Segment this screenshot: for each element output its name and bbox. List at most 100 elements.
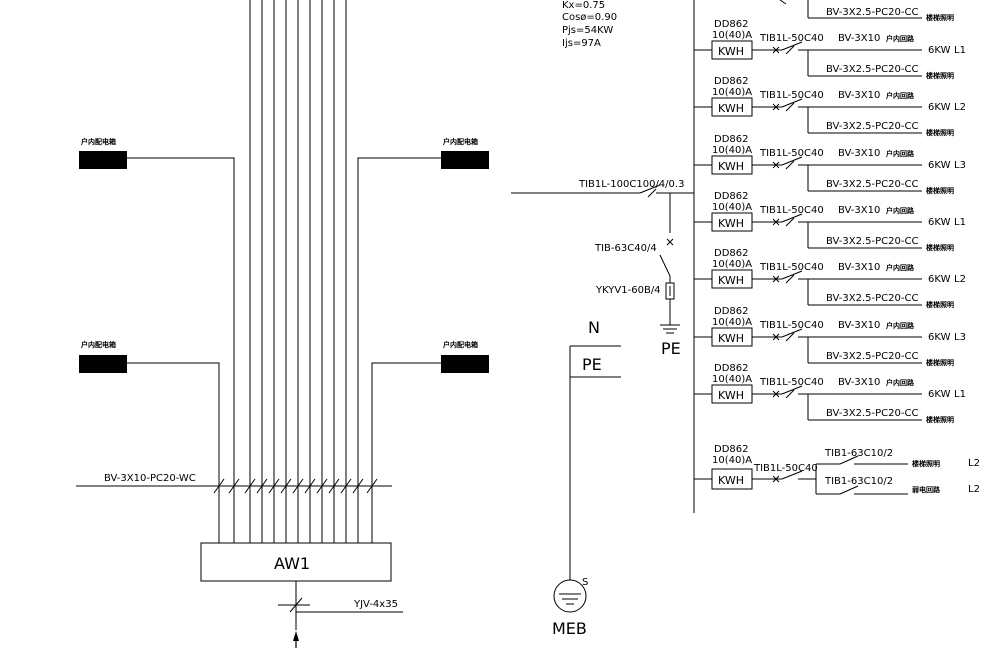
kwh-label: KWH	[718, 332, 744, 345]
branch-dest-label: 楼梯照明	[926, 300, 954, 309]
breaker-label: TIB1L-50C40	[759, 90, 824, 101]
feeder-cable-label: YJV-4x35	[353, 599, 398, 610]
feed-line	[357, 157, 441, 543]
isolator-blade	[659, 254, 671, 277]
branch-dest-label: 楼梯照明	[926, 358, 954, 367]
breaker-arc	[785, 45, 795, 55]
dest-label: 户内回路	[886, 321, 915, 330]
branch-cable-label: BV-3X2.5-PC20-CC	[826, 351, 918, 362]
cable-label: BV-3X10	[838, 205, 880, 216]
breaker-label: TIB1L-50C40	[759, 320, 824, 331]
incoming-section: TIB1L-100C100/4/0.3 TIB-63C40/4 YKYV1-60…	[511, 0, 695, 638]
distribution-box-bottom-right	[441, 355, 489, 373]
breaker-cross	[772, 46, 780, 54]
breaker-arc	[785, 217, 795, 227]
phase-label: L2	[954, 274, 966, 285]
load-label: 6KW	[928, 389, 951, 400]
kwh-label: KWH	[718, 217, 744, 230]
riser-conductors	[249, 0, 347, 543]
breaker-blade	[781, 41, 803, 51]
breaker-blade	[781, 156, 803, 166]
distribution-box-bottom-left	[79, 355, 127, 373]
load-label: 6KW	[928, 274, 951, 285]
isolator-label: TIB-63C40/4	[594, 243, 657, 254]
sub-1-phase: L2	[968, 458, 980, 469]
sub-breaker-2-label: TIB1-63C10/2	[824, 476, 893, 487]
kwh-label: KWH	[718, 274, 744, 287]
sub-breaker-1-label: TIB1-63C10/2	[824, 448, 893, 459]
load-label: 6KW	[928, 217, 951, 228]
phase-label: L3	[954, 160, 966, 171]
ground-icon	[660, 324, 680, 334]
neutral-label: N	[588, 318, 600, 337]
dest-label: 户内回路	[886, 91, 915, 100]
cable-label: BV-3X10	[838, 320, 880, 331]
breaker-arc	[785, 160, 795, 170]
branch-cable-label: BV-3X2.5-PC20-CC	[826, 293, 918, 304]
breaker-label: TIB1L-50C40	[759, 33, 824, 44]
meter-model-label: DD862	[714, 134, 749, 145]
sub-1-dest: 楼梯照明	[912, 459, 940, 468]
branch-dest-label: 楼梯照明	[926, 71, 954, 80]
breaker-arc	[785, 274, 795, 284]
meb-label: MEB	[552, 619, 587, 638]
cable-label: BV-3X10	[838, 377, 880, 388]
kwh-label: KWH	[718, 102, 744, 115]
dest-label: 户内回路	[886, 206, 915, 215]
branch-cable-label: BV-3X2.5-PC20-CC	[826, 236, 918, 247]
breaker-blade	[781, 470, 803, 480]
arrow-up-icon	[293, 631, 299, 641]
spd-label: YKYV1-60B/4	[595, 285, 661, 296]
meter-rating-label: 10(40)A	[712, 30, 752, 41]
branch-cable-label: BV-3X2.5-PC20-CC	[826, 64, 918, 75]
calc-current-value: Ijs=97A	[562, 38, 601, 49]
branch-cable-label: BV-3X2.5-PC20-CC	[826, 179, 918, 190]
panel-label: AW1	[274, 554, 310, 573]
meb-s-label: S	[582, 577, 588, 588]
breaker-arc	[785, 389, 795, 399]
common-circuit: DD862 10(40)A KWH TIB1L-50C40 TIB1-63C10…	[694, 444, 980, 495]
kwh-label: KWH	[718, 160, 744, 173]
breaker-cross	[772, 333, 780, 341]
meter-rating-label: 10(40)A	[712, 87, 752, 98]
kwh-label: KWH	[718, 45, 744, 58]
branch-dest-label: 楼梯照明	[926, 13, 954, 22]
breaker-blade	[781, 98, 803, 108]
branch-cable-label: BV-3X2.5-PC20-CC	[826, 7, 918, 18]
meter-rating-label: 10(40)A	[712, 202, 752, 213]
breaker-label: TIB1L-50C40	[759, 262, 824, 273]
breaker-symbol	[647, 188, 657, 198]
pe-ground-label: PE	[661, 339, 681, 358]
meter-rating-label: 10(40)A	[712, 259, 752, 270]
breaker-blade	[781, 270, 803, 280]
phase-label: L3	[954, 332, 966, 343]
breaker-label: TIB1L-50C40	[753, 463, 818, 474]
meter-rating-label: 10(40)A	[712, 455, 752, 466]
cable-label: BV-3X10	[838, 33, 880, 44]
breaker-blade	[781, 328, 803, 338]
meter-model-label: DD862	[714, 248, 749, 259]
riser-diagram: 户内配电箱 户内配电箱 户内配电箱 户内配电箱 BV-3X10-PC20-WC	[76, 0, 489, 648]
breaker-label: TIB1L-50C40	[759, 148, 824, 159]
phase-label: L1	[954, 389, 966, 400]
breaker-blade	[781, 213, 803, 223]
meter-rating-label: 10(40)A	[712, 317, 752, 328]
meter-model-label: DD862	[714, 19, 749, 30]
branch-dest-label: 楼梯照明	[926, 415, 954, 424]
breaker-blade	[781, 385, 803, 395]
distribution-box-top-right	[441, 151, 489, 169]
kwh-label: KWH	[718, 474, 744, 487]
calc-power-value: Pjs=54KW	[562, 25, 613, 36]
meter-model-label: DD862	[714, 363, 749, 374]
breaker-cross	[772, 161, 780, 169]
load-label: 6KW	[928, 102, 951, 113]
branch-cable-label: BV-3X2.5-PC20-CC	[826, 121, 918, 132]
load-label: 6KW	[928, 332, 951, 343]
phase-label: L1	[954, 217, 966, 228]
distribution-box-label: 户内配电箱	[81, 137, 116, 146]
phase-label: L2	[954, 102, 966, 113]
